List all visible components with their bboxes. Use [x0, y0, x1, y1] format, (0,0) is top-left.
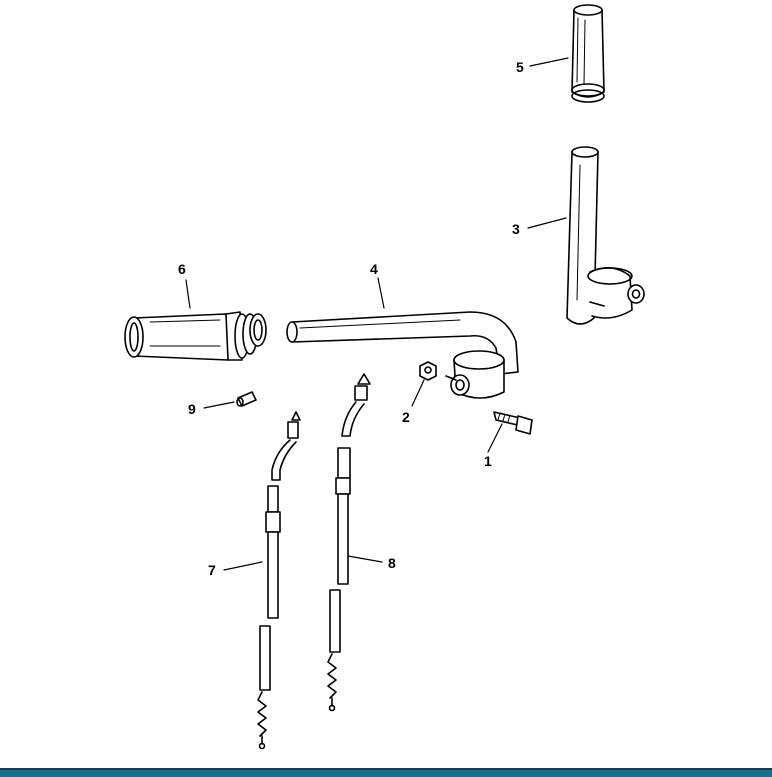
callout-5: 5: [516, 59, 524, 75]
callout-8: 8: [388, 555, 396, 571]
leader-lines: [185, 57, 569, 571]
part-3-handlebar-tube: [566, 146, 645, 325]
part-8-cable: [327, 373, 371, 712]
part-1-bolt: [493, 411, 533, 435]
bottom-bar: [0, 768, 772, 777]
callout-6: 6: [178, 261, 186, 277]
part-5-grip-sleeve: [571, 4, 605, 103]
part-7-cable: [257, 411, 301, 750]
callout-labels: 1 2 3 4 5 6 7 8 9: [178, 59, 524, 578]
part-6-throttle-grip: [124, 311, 267, 361]
callout-9: 9: [188, 401, 196, 417]
callout-2: 2: [402, 409, 410, 425]
callout-4: 4: [370, 261, 378, 277]
callout-1: 1: [484, 453, 492, 469]
part-4-bent-handlebar: [286, 311, 519, 399]
callout-3: 3: [512, 221, 520, 237]
part-2-nut: [419, 361, 437, 381]
callout-7: 7: [208, 562, 216, 578]
part-9-ferrule: [236, 391, 257, 407]
